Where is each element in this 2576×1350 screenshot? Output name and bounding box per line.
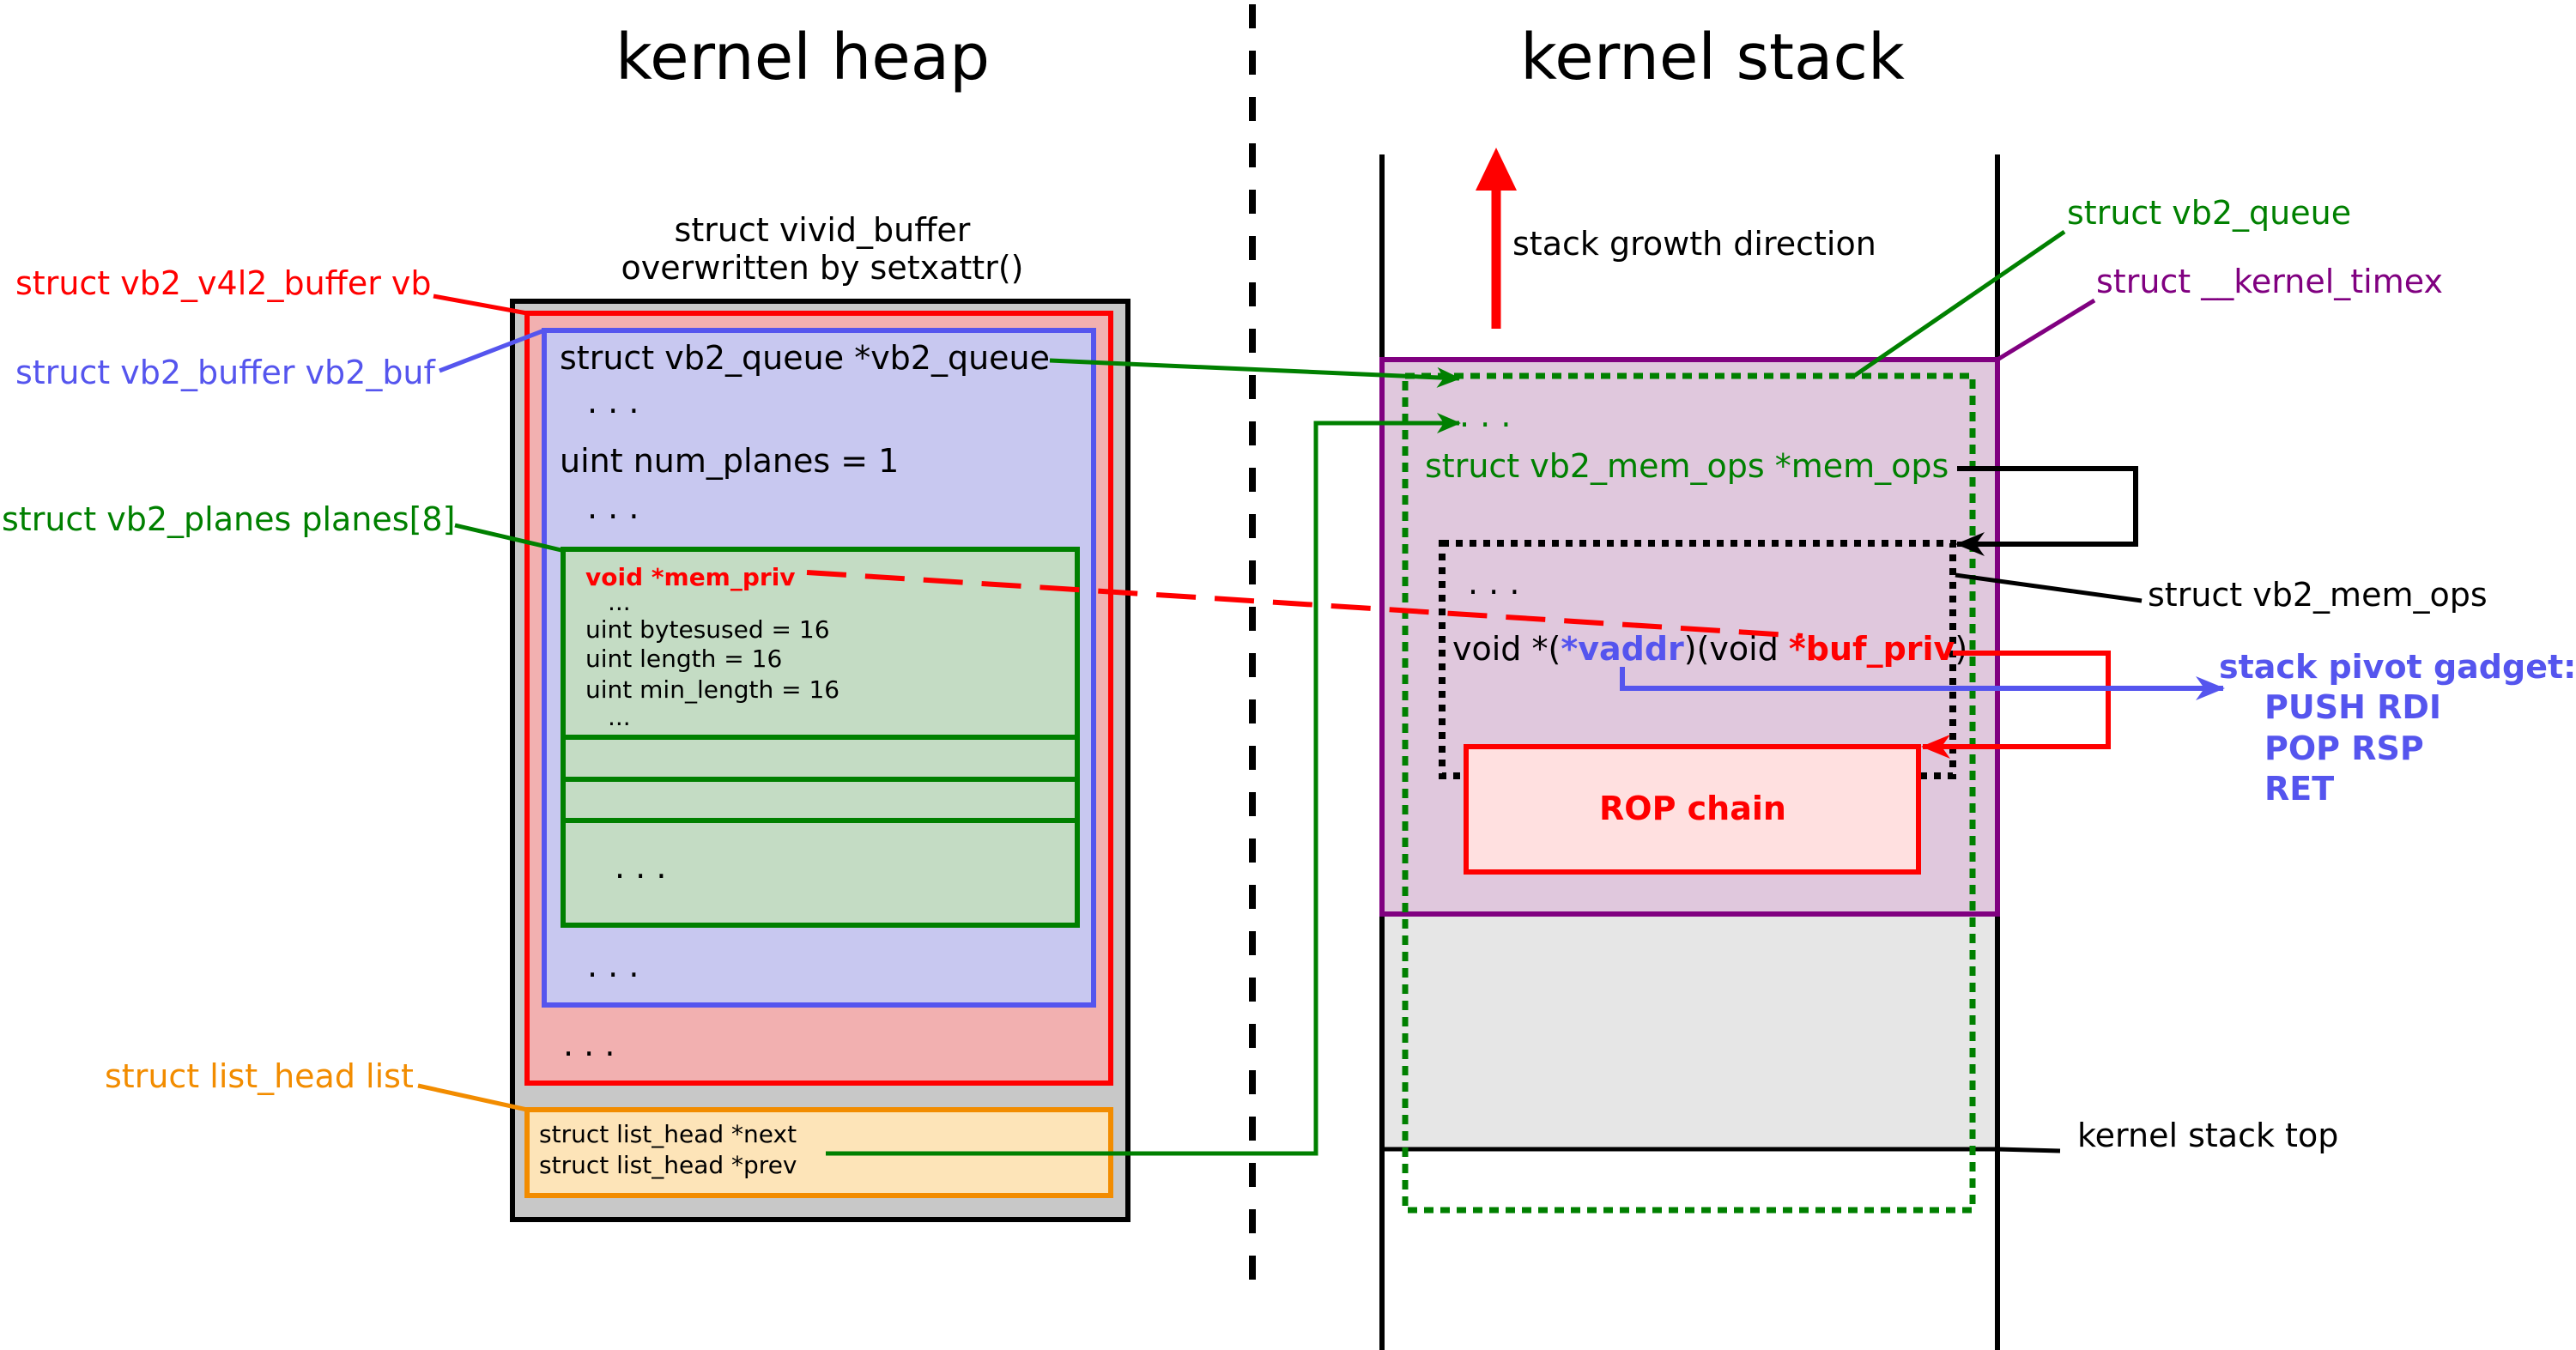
min-length-field: uint min_length = 16 bbox=[585, 675, 839, 704]
vaddr-name: *vaddr bbox=[1561, 630, 1684, 668]
arrow-vb2-queue bbox=[1049, 358, 1461, 388]
plane-ellipsis-small-1: ... bbox=[608, 588, 631, 616]
vivid-buffer-header-line1: struct vivid_buffer bbox=[675, 211, 971, 249]
ellipsis-2: . . . bbox=[587, 488, 639, 526]
plane-ellipsis-3: . . . bbox=[615, 848, 666, 886]
vaddr-prefix: void *( bbox=[1452, 630, 1561, 668]
label-stack-top: kernel stack top bbox=[2077, 1117, 2338, 1154]
length-field: uint length = 16 bbox=[585, 645, 782, 673]
vb2-queue-box bbox=[1402, 372, 1976, 1214]
leader-stack-top bbox=[1997, 1147, 2061, 1153]
gadget-title: stack pivot gadget: bbox=[2219, 648, 2576, 686]
mem-priv-field: void *mem_priv bbox=[585, 563, 796, 591]
stack-used-region bbox=[1385, 914, 1995, 1149]
list-prev-field: struct list_head *prev bbox=[539, 1151, 797, 1179]
label-vb2-queue: struct vb2_queue bbox=[2067, 194, 2351, 232]
vaddr-field: void *(*vaddr)(void *buf_priv) bbox=[1452, 630, 1967, 668]
list-next-field: struct list_head *next bbox=[539, 1120, 797, 1148]
vaddr-arg: *buf_priv bbox=[1789, 630, 1955, 668]
leader-planes bbox=[454, 523, 566, 554]
growth-arrow-head bbox=[1476, 148, 1517, 191]
arrow-mem-ops bbox=[1955, 466, 2138, 556]
arrow-buf-priv bbox=[1921, 651, 2111, 759]
heap-title: kernel heap bbox=[615, 21, 990, 94]
gadget-line2: POP RSP bbox=[2264, 729, 2424, 767]
label-vb2-buffer: struct vb2_buffer vb2_buf bbox=[15, 354, 437, 391]
ellipsis-vb2buf: . . . bbox=[587, 947, 639, 984]
label-vb2-v4l2-buffer: struct vb2_v4l2_buffer vb bbox=[15, 264, 432, 302]
leader-list-head bbox=[417, 1083, 528, 1112]
stack-title: kernel stack bbox=[1520, 21, 1905, 94]
label-kernel-timex: struct __kernel_timex bbox=[2096, 263, 2443, 300]
growth-label: stack growth direction bbox=[1512, 225, 1876, 263]
rop-chain-label: ROP chain bbox=[1599, 790, 1786, 827]
arrow-mem-priv bbox=[806, 570, 1803, 639]
num-planes-field: uint num_planes = 1 bbox=[560, 442, 899, 480]
leader-vb2-queue bbox=[1852, 229, 2066, 378]
mem-ops-field: struct vb2_mem_ops *mem_ops bbox=[1425, 447, 1949, 485]
mem-ops-ellipsis: . . . bbox=[1468, 564, 1519, 602]
plane-ellipsis-small-2: ... bbox=[608, 703, 631, 731]
vivid-buffer-header-line2: overwritten by setxattr() bbox=[621, 249, 1024, 287]
ellipsis-1: . . . bbox=[587, 383, 639, 421]
leader-vb2-buffer bbox=[439, 328, 545, 373]
label-list-head: struct list_head list bbox=[105, 1057, 414, 1095]
bytesused-field: uint bytesused = 16 bbox=[585, 615, 830, 644]
label-mem-ops: struct vb2_mem_ops bbox=[2148, 576, 2488, 614]
leader-vb2-v4l2-buffer bbox=[433, 294, 528, 316]
gadget-line1: PUSH RDI bbox=[2264, 688, 2441, 726]
vb2-queue-field: struct vb2_queue *vb2_queue bbox=[560, 339, 1050, 377]
label-planes: struct vb2_planes planes[8] bbox=[2, 500, 455, 538]
leader-mem-ops bbox=[1955, 572, 2143, 603]
rop-chain-box bbox=[1464, 744, 1921, 875]
stack-ellipsis-1: . . . bbox=[1459, 397, 1511, 434]
leader-kernel-timex bbox=[1996, 298, 2096, 362]
gadget-line3: RET bbox=[2264, 770, 2334, 808]
vaddr-suffix: ) bbox=[1955, 630, 1967, 668]
ellipsis-vb: . . . bbox=[563, 1026, 615, 1063]
arrow-list-next bbox=[826, 413, 1461, 1156]
arrow-vaddr bbox=[1620, 667, 2225, 700]
